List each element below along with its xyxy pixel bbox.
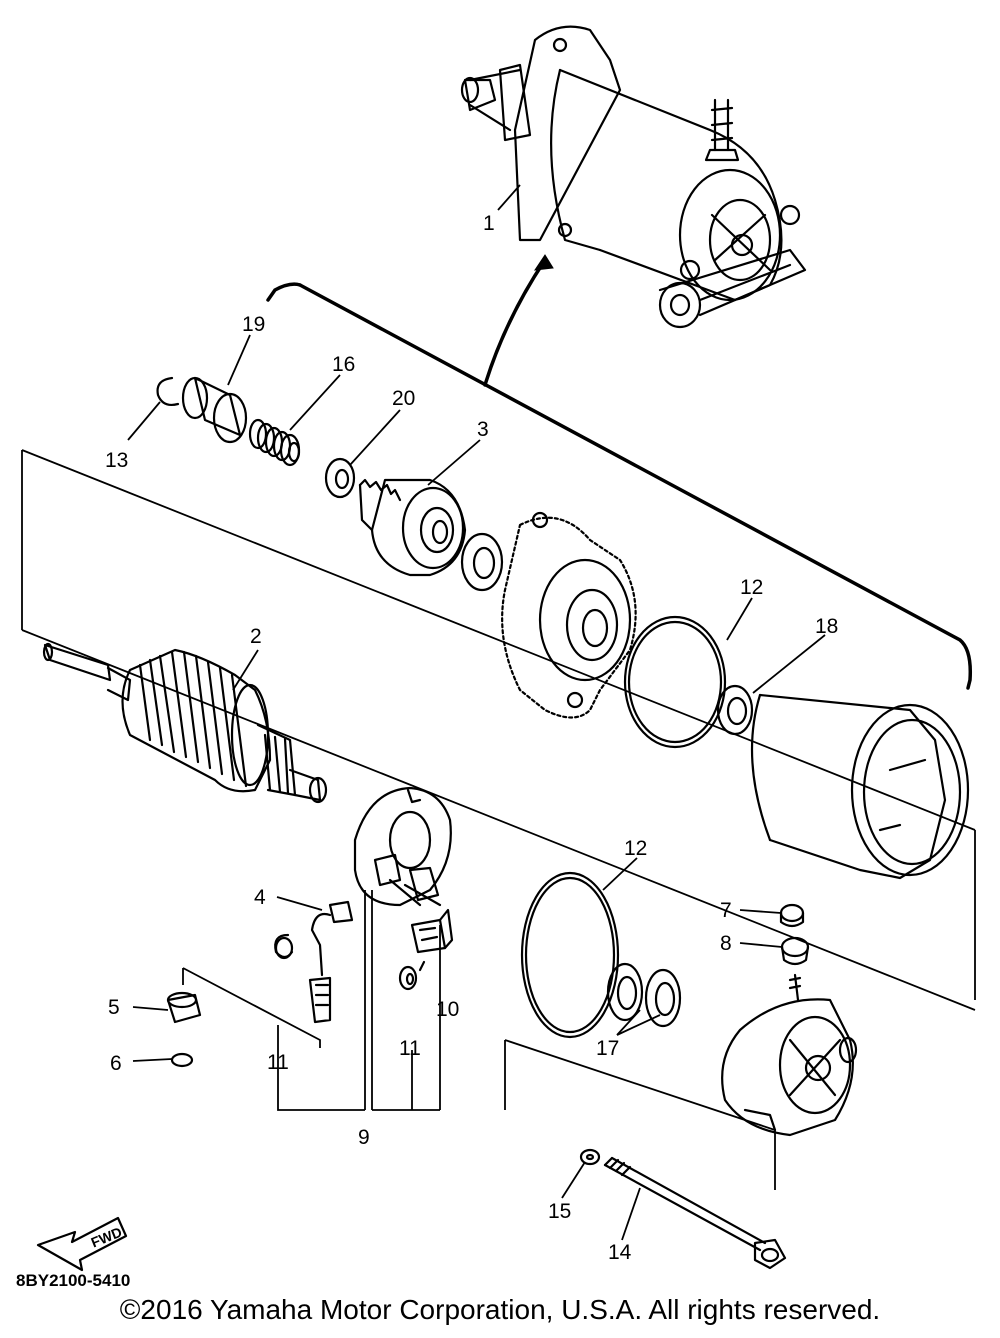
callout-6: 6	[110, 1052, 122, 1075]
o-ring-lower	[520, 871, 620, 1039]
starter-clutch-pinion	[358, 478, 467, 577]
washer-set-17	[606, 962, 682, 1028]
front-cover	[501, 511, 637, 719]
circlip	[156, 376, 180, 407]
callout-3: 3	[477, 418, 489, 441]
washer-15	[579, 1148, 601, 1166]
callout-13: 13	[105, 449, 128, 472]
callout-2: 2	[250, 625, 262, 648]
washer-18	[716, 684, 754, 736]
part-code: 8BY2100-5410	[16, 1271, 130, 1290]
callout-5: 5	[108, 996, 120, 1019]
callout-10: 10	[436, 998, 459, 1021]
pinion-spring	[248, 418, 301, 467]
washer-11-left	[274, 933, 294, 960]
brackets	[182, 890, 776, 1190]
callout-11-right: 11	[399, 1037, 421, 1060]
brush-with-lead	[308, 900, 354, 1024]
callouts: 1 2 3 4 5 6 7 8 9 10 11 11 12 12 13 14 1…	[105, 212, 838, 1264]
thrust-washer	[324, 457, 356, 499]
o-ring-small	[170, 1052, 194, 1068]
starter-motor-assembly	[460, 25, 807, 329]
armature	[42, 642, 328, 804]
callout-11-left: 11	[267, 1051, 289, 1074]
copyright-notice: ©2016 Yamaha Motor Corporation, U.S.A. A…	[119, 1294, 881, 1325]
fwd-arrow-icon: FWD	[36, 1216, 128, 1272]
callout-19: 19	[242, 313, 265, 336]
nut-7	[779, 903, 805, 928]
callout-20: 20	[392, 387, 415, 410]
callout-4: 4	[254, 886, 266, 909]
insulator-8	[780, 936, 810, 966]
grommet	[166, 991, 202, 1024]
washer-11-right	[398, 960, 426, 991]
yoke-housing	[750, 693, 970, 880]
callout-18: 18	[815, 615, 838, 638]
o-ring-upper	[623, 615, 727, 749]
callout-8: 8	[720, 932, 732, 955]
leader-lines	[127, 184, 826, 1241]
assembly-frame	[21, 254, 976, 1011]
callout-16: 16	[332, 353, 355, 376]
washer-small	[460, 532, 504, 592]
callout-15: 15	[548, 1200, 571, 1223]
callout-14: 14	[608, 1241, 632, 1264]
callout-17: 17	[596, 1037, 619, 1060]
through-bolt	[603, 1156, 787, 1270]
callout-12-lower: 12	[624, 837, 647, 860]
callout-12-upper: 12	[740, 576, 763, 599]
collar-sleeve	[181, 376, 248, 444]
brush-holder	[410, 908, 454, 954]
brush-plate	[353, 786, 452, 907]
rear-cover	[721, 973, 858, 1137]
callout-9: 9	[358, 1126, 370, 1149]
callout-7: 7	[720, 899, 732, 922]
callout-1: 1	[483, 212, 495, 235]
